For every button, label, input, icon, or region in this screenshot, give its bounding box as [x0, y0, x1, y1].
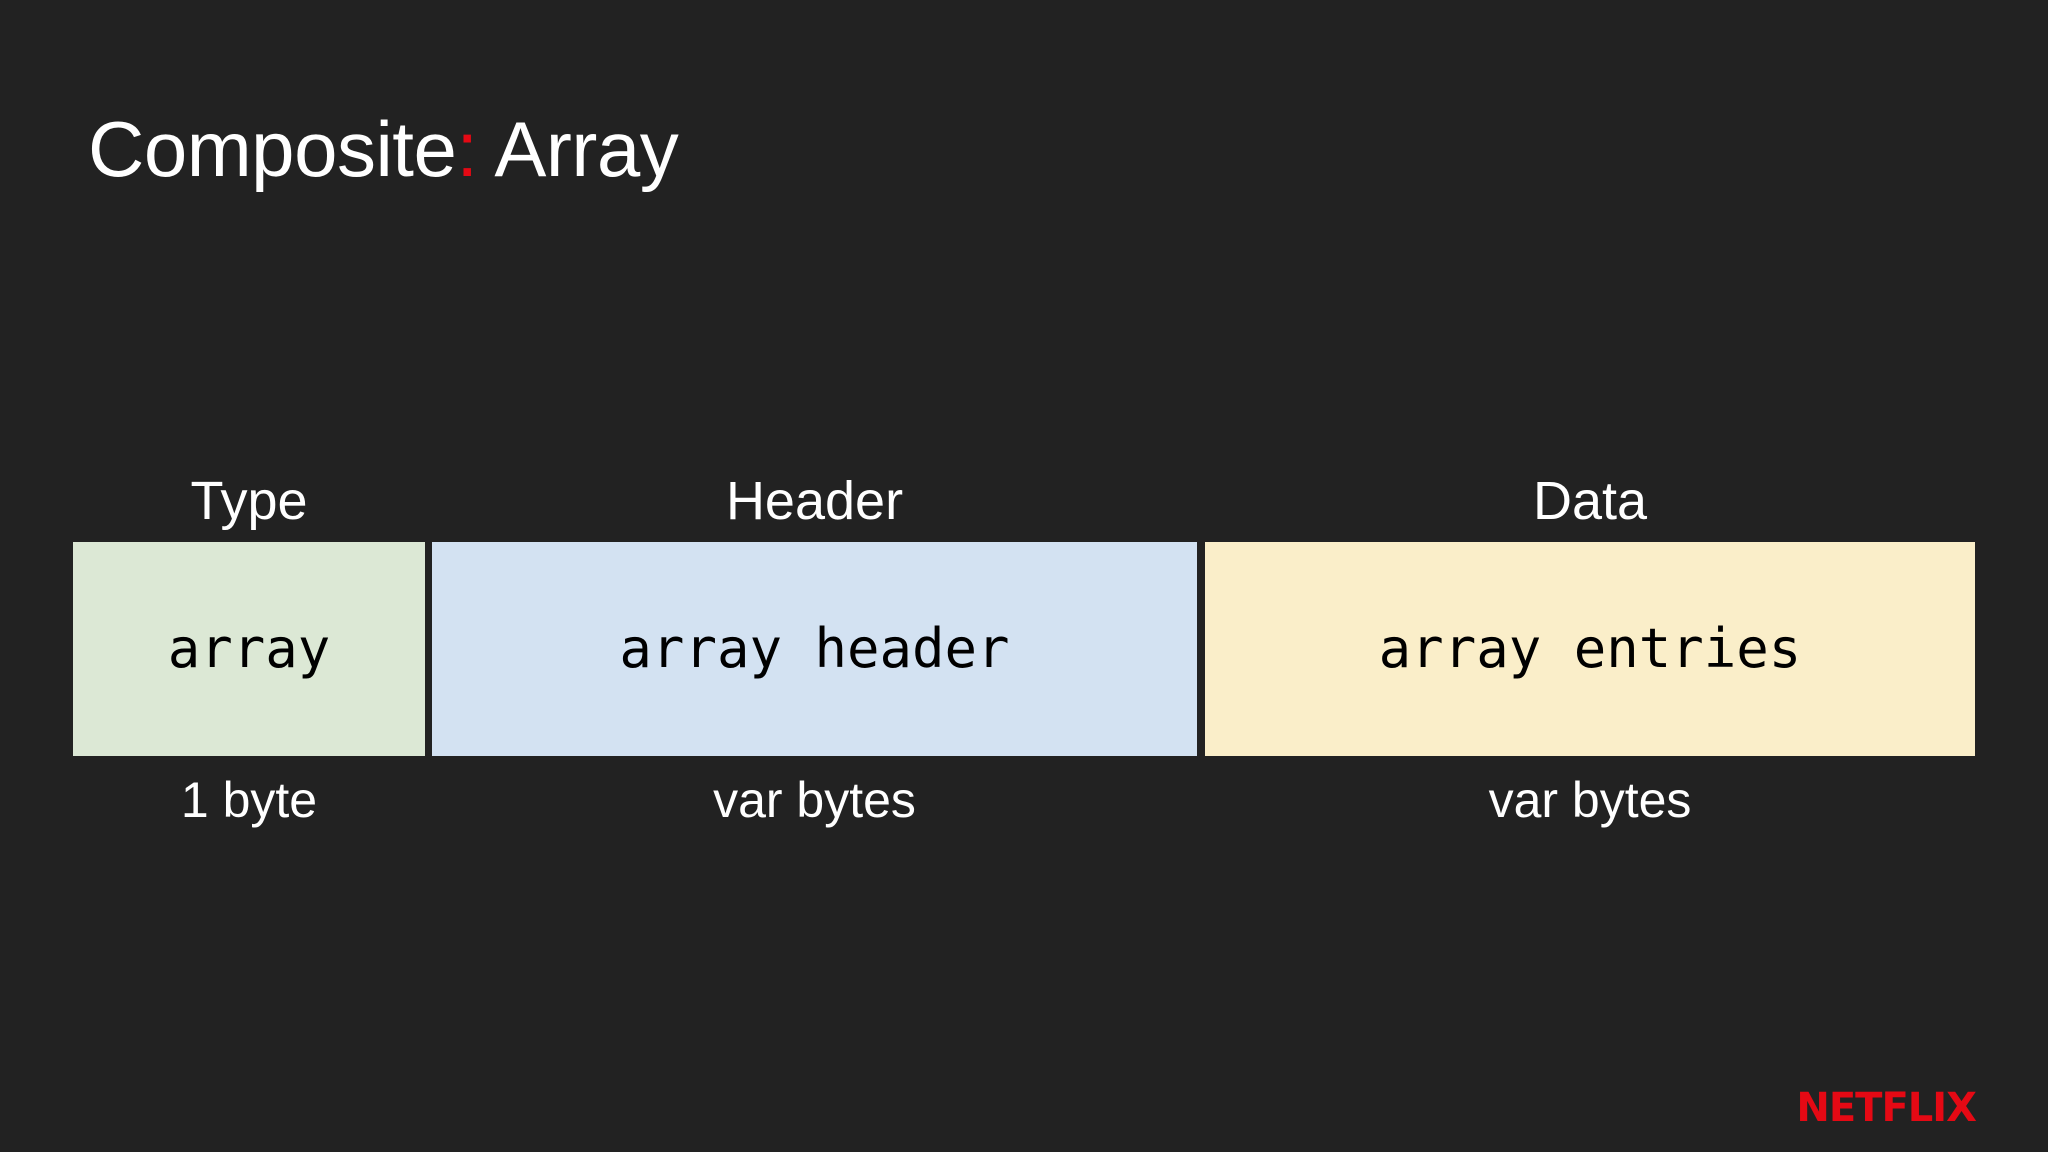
segment-value-header: array header: [619, 617, 1010, 680]
segment-box-header: array header: [432, 542, 1197, 756]
byte-layout-diagram: Type Header Data array array header: [73, 470, 1975, 830]
segment-box-data: array entries: [1205, 542, 1975, 756]
column-header-data: Data: [1205, 470, 1975, 532]
column-header-type: Type: [73, 470, 425, 532]
segment-header: array header: [432, 542, 1197, 756]
segment-size-data: var bytes: [1205, 770, 1975, 830]
segment-size-type: 1 byte: [73, 770, 425, 830]
segment-value-type: array: [167, 617, 331, 680]
segment-box-type: array: [73, 542, 425, 756]
page-title-prefix: Composite: [88, 105, 457, 193]
segment-type: array: [73, 542, 425, 756]
diagram-header-row: Type Header Data: [73, 470, 1975, 532]
size-label: var bytes: [1488, 772, 1692, 828]
size-label: 1 byte: [180, 772, 318, 828]
segment-size-header: var bytes: [432, 770, 1197, 830]
segment-data: array entries: [1205, 542, 1975, 756]
page-title-separator: :: [456, 105, 478, 193]
column-header-label: Header: [725, 471, 904, 531]
segment-value-data: array entries: [1378, 617, 1802, 680]
size-label: var bytes: [713, 772, 916, 828]
page-title: Composite: Array: [88, 110, 679, 188]
diagram-size-row: 1 byte var bytes var bytes: [73, 770, 1975, 830]
column-header-header: Header: [432, 470, 1197, 532]
diagram-box-row: array array header array entries: [73, 542, 1975, 756]
netflix-logo: NETFLIX: [1796, 1085, 1977, 1131]
column-header-label: Data: [1532, 471, 1648, 531]
page-title-suffix: Array: [477, 105, 679, 193]
column-header-label: Type: [190, 471, 308, 531]
